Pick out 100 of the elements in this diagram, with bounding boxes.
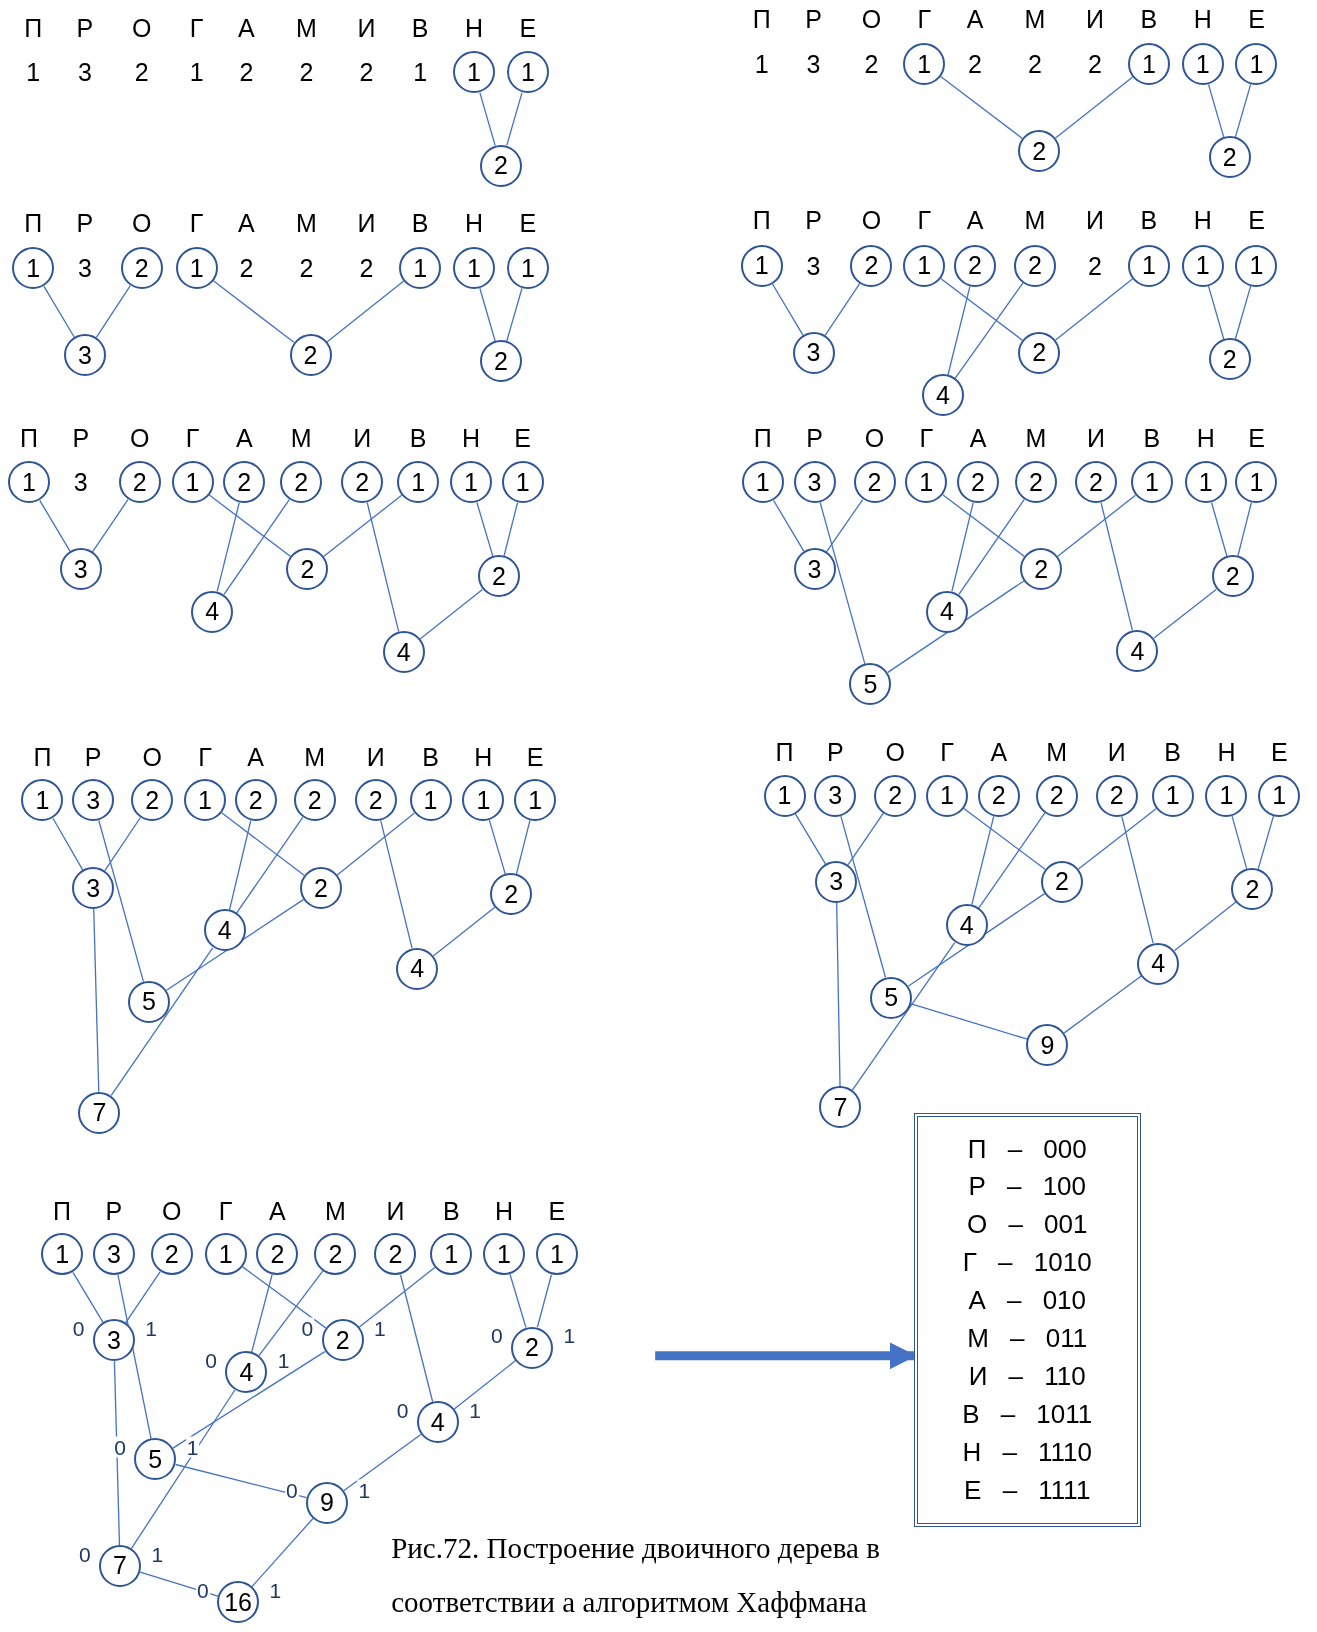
weight-circle: 1 [926, 774, 968, 817]
weight-circle: 4 [191, 590, 234, 633]
tree-edge [113, 1360, 121, 1546]
weight-circle: 1 [740, 245, 783, 287]
weight-circle: 2 [341, 461, 384, 504]
symbol-label: Н [495, 1196, 514, 1226]
symbol-label: 1 [26, 57, 41, 87]
symbol-label: Н [461, 423, 480, 453]
symbol-label: 2 [968, 49, 982, 79]
tree-edge [1234, 285, 1252, 340]
symbol-label: А [990, 737, 1008, 767]
weight-circle: 2 [850, 245, 893, 287]
tree-edge [419, 588, 484, 640]
symbol-label: И [1086, 4, 1104, 34]
tree-edge [479, 287, 496, 342]
symbol-label: И [353, 423, 372, 453]
symbol-label: Е [519, 208, 537, 237]
symbol-label: 2 [359, 57, 374, 87]
tree-edge [958, 498, 1025, 596]
symbol-label: В [409, 423, 427, 453]
symbol-label: М [295, 208, 317, 237]
weight-circle: 2 [1095, 774, 1138, 817]
code-row: А – 010 [968, 1285, 1087, 1317]
weight-circle: 2 [286, 548, 329, 591]
weight-circle: 2 [977, 774, 1020, 817]
symbol-label: А [969, 423, 987, 453]
symbol-label: 1 [413, 57, 428, 87]
tree-edge [251, 1274, 273, 1353]
tree-edge [98, 819, 145, 983]
symbol-label: 2 [864, 49, 879, 79]
weight-circle: 2 [490, 873, 533, 916]
weight-circle: 2 [1208, 136, 1251, 179]
tree-edge [515, 819, 531, 875]
weight-circle: 2 [280, 461, 323, 504]
weight-circle: 4 [1116, 630, 1159, 672]
symbol-label: М [1024, 205, 1046, 235]
symbol-label: Р [806, 423, 823, 453]
tree-edge [399, 1274, 434, 1403]
edge-label: 0 [300, 1317, 315, 1339]
symbol-label: И [357, 13, 376, 43]
symbol-label: Е [1248, 423, 1265, 453]
symbol-label: П [20, 423, 38, 453]
symbol-label: 3 [77, 57, 92, 87]
caption: Рис.72. Построение двоичного дерева в соответствии а алгоритмом Хаффмана [391, 1531, 881, 1621]
symbol-label: П [752, 4, 771, 34]
weight-circle: 3 [72, 779, 115, 822]
symbol-label: Г [917, 205, 931, 235]
symbol-label: 2 [1088, 251, 1102, 281]
weight-circle: 2 [354, 779, 397, 822]
tree-edge [509, 1273, 527, 1329]
symbol-label: И [1087, 423, 1106, 453]
symbol-label: А [238, 208, 255, 237]
weight-circle: 4 [225, 1351, 268, 1394]
weight-circle: 2 [479, 340, 522, 383]
symbol-label: В [442, 1196, 460, 1226]
edge-label: 0 [113, 1436, 127, 1458]
tree-edge [947, 285, 971, 376]
symbol-label: Г [189, 208, 204, 237]
weight-circle: 1 [175, 247, 218, 290]
tree-edge [951, 502, 974, 592]
symbol-label: 2 [299, 57, 314, 87]
tree-edge [940, 76, 1024, 140]
weight-circle: 3 [792, 331, 835, 374]
weight-circle: 3 [793, 548, 836, 591]
tree-edge [343, 1433, 422, 1492]
symbol-label: О [132, 208, 152, 237]
symbol-label: Н [465, 208, 484, 237]
weight-circle: 5 [870, 976, 913, 1019]
tree-edge [43, 285, 75, 338]
symbol-label: П [753, 423, 772, 453]
symbol-label: Н [1193, 4, 1212, 34]
code-row: Р – 100 [968, 1171, 1087, 1203]
weight-circle: 2 [256, 1233, 299, 1276]
tree-edge [251, 1517, 314, 1588]
symbol-label: П [752, 205, 771, 235]
tree-edge [771, 283, 804, 336]
weight-circle: 1 [453, 247, 495, 290]
weight-circle: 2 [223, 461, 266, 504]
weight-circle: 1 [12, 247, 55, 290]
symbol-label: Е [526, 742, 544, 772]
weight-circle: 2 [321, 1319, 364, 1362]
code-row: И – 110 [968, 1360, 1086, 1392]
symbol-label: О [861, 205, 882, 235]
symbol-label: 1 [754, 49, 769, 79]
weight-circle: 3 [72, 867, 115, 909]
symbol-label: В [1143, 423, 1161, 453]
weight-circle: 1 [41, 1233, 84, 1276]
tree-edge [772, 499, 805, 552]
tree-edge [1207, 285, 1225, 340]
symbol-label: М [1025, 423, 1047, 453]
weight-circle: 4 [926, 590, 968, 633]
weight-circle: 2 [374, 1233, 417, 1276]
symbol-label: Е [1248, 205, 1265, 235]
code-row: Г – 1010 [962, 1247, 1092, 1279]
weight-circle: 2 [511, 1326, 553, 1369]
tree-edge [1057, 494, 1137, 557]
tree-edge [212, 280, 295, 343]
weight-circle: 1 [763, 774, 806, 817]
symbol-label: В [422, 742, 439, 772]
symbol-label: М [324, 1196, 346, 1226]
